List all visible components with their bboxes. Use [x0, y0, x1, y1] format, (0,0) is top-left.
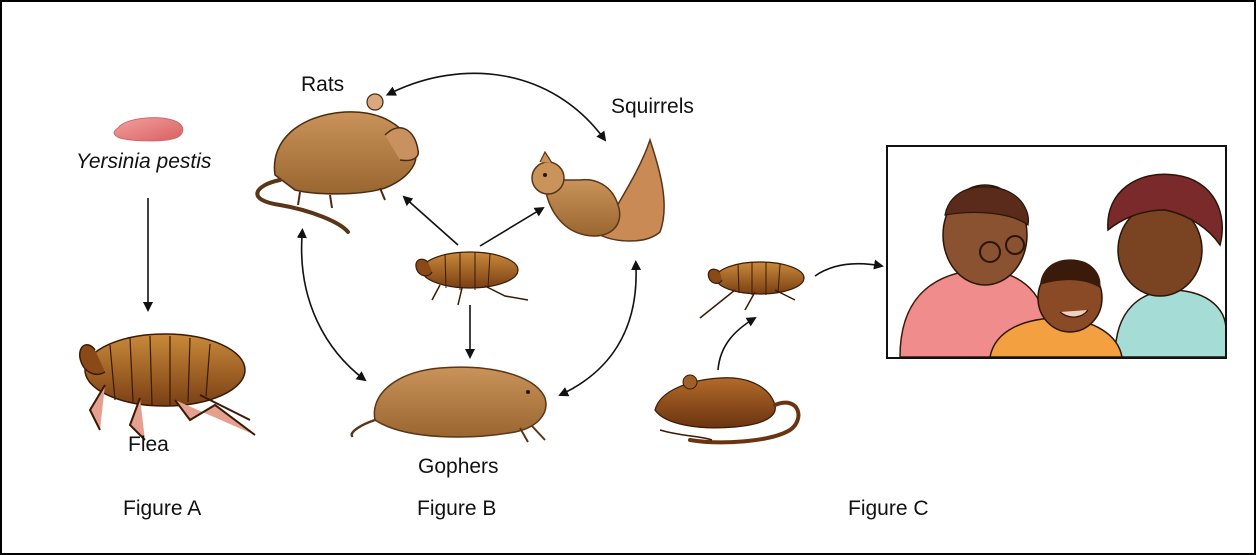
- bacterium-icon: [114, 118, 183, 141]
- gophers-label: Gophers: [418, 455, 499, 479]
- figure-c-caption: Figure C: [848, 497, 929, 521]
- arrow-flea-to-squirrels: [480, 208, 543, 246]
- arrow-flea-to-humans: [815, 264, 882, 276]
- flea-icon: [80, 334, 255, 440]
- figure-a-caption: Figure A: [123, 497, 201, 521]
- arrow-mouse-to-flea: [718, 318, 755, 370]
- pathogen-label: Yersinia pestis: [76, 150, 211, 174]
- flea-icon: [700, 262, 804, 318]
- family-illustration: [887, 146, 1226, 358]
- gopher-icon: [352, 367, 546, 442]
- arrow-rats-squirrels: [393, 73, 605, 140]
- rats-label: Rats: [301, 73, 344, 97]
- flea-icon: [416, 252, 528, 305]
- squirrels-label: Squirrels: [611, 95, 694, 119]
- arrow-squirrels-gophers: [560, 268, 636, 395]
- rat-icon: [257, 94, 418, 232]
- arrow-flea-to-rats: [404, 197, 458, 245]
- flea-label: Flea: [128, 433, 169, 457]
- arrow-rats-gophers: [302, 236, 365, 380]
- figure-b-caption: Figure B: [417, 497, 496, 521]
- squirrel-icon: [532, 140, 664, 241]
- mouse-icon: [655, 375, 798, 442]
